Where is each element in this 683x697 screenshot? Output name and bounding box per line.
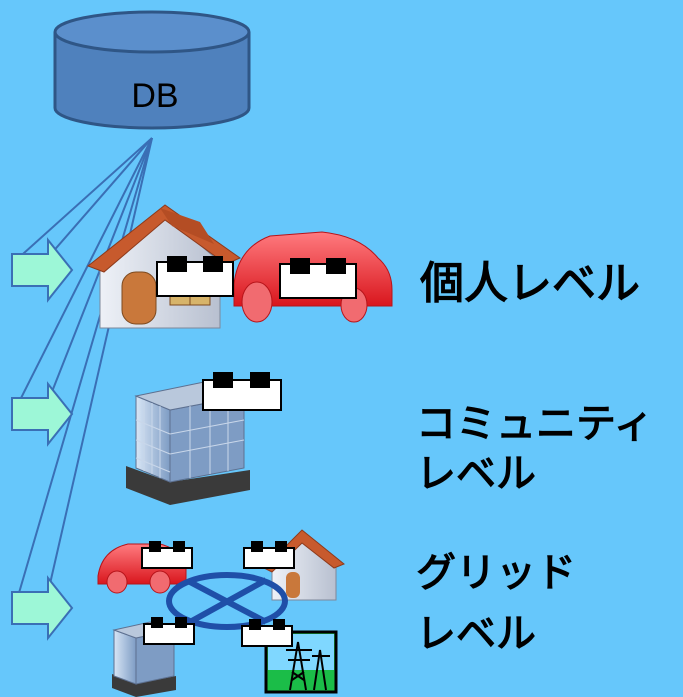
arrow-right-icon bbox=[11, 381, 74, 447]
database-icon: DB bbox=[53, 10, 251, 130]
grid-network-icon bbox=[166, 572, 288, 630]
sensor-device-icon bbox=[141, 541, 193, 569]
sensor-device-icon bbox=[156, 256, 234, 297]
sensor-device-icon bbox=[241, 619, 293, 647]
arrow-right-icon bbox=[11, 575, 74, 641]
sensor-device-icon bbox=[279, 258, 357, 299]
arrow-right-icon bbox=[11, 237, 74, 303]
sensor-device-icon bbox=[202, 372, 282, 411]
connection-lines bbox=[13, 137, 153, 611]
community-level-label-line2: レベル bbox=[416, 451, 536, 497]
grid-level-label-line1: グリッド bbox=[416, 550, 576, 596]
community-level-label-line1: コミュニティ bbox=[416, 401, 654, 447]
individual-level-label: 個人レベル bbox=[420, 258, 640, 309]
sensor-device-icon bbox=[243, 541, 295, 569]
grid-level-label-line2: レベル bbox=[416, 611, 536, 657]
sensor-device-icon bbox=[143, 617, 195, 645]
database-label: DB bbox=[131, 77, 178, 115]
